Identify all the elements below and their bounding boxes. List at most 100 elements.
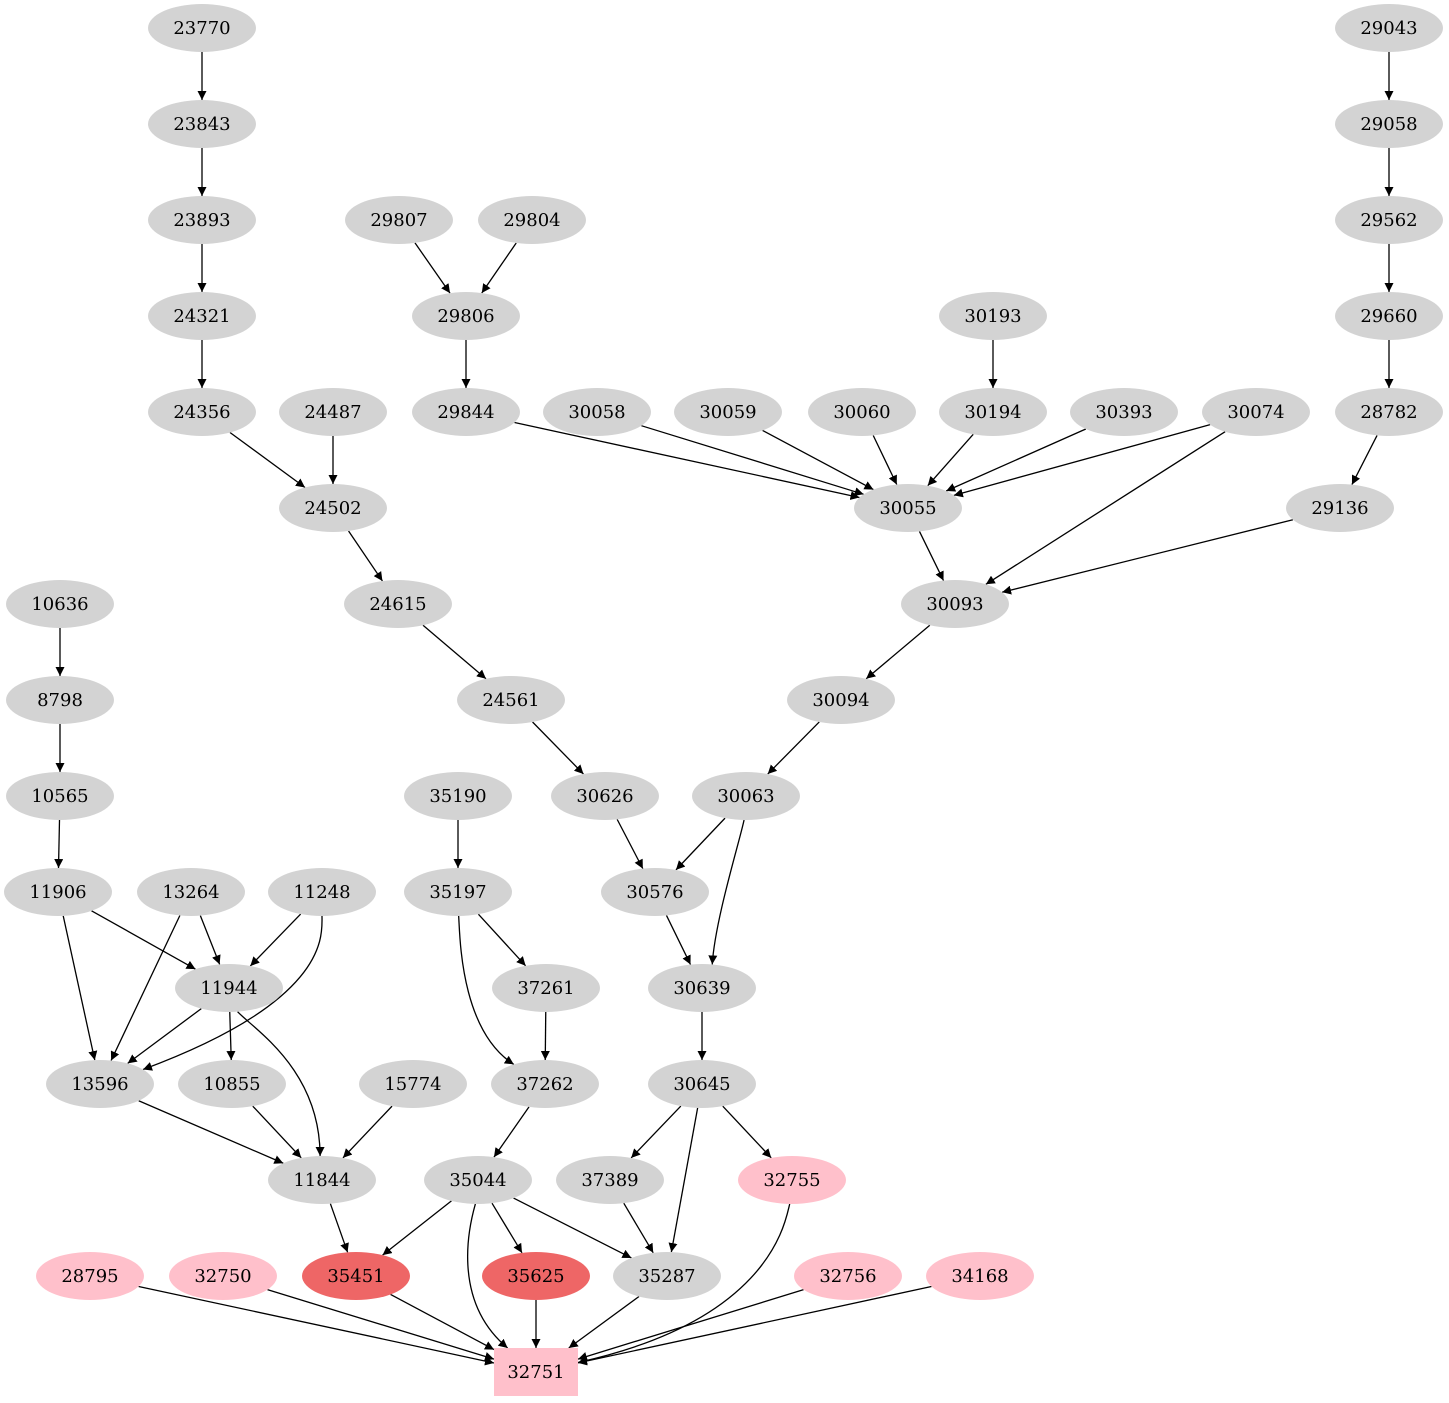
node-11248[interactable]: 11248 [268,868,376,916]
node-30058[interactable]: 30058 [543,388,651,436]
node-label: 24502 [304,498,361,519]
node-24615[interactable]: 24615 [344,580,452,628]
node-ellipse [901,580,1009,628]
node-35287[interactable]: 35287 [613,1252,721,1300]
edge-30055-to-30093 [918,531,945,581]
edge-11906-to-11944 [91,910,196,970]
edge-35451-to-32751 [390,1293,495,1351]
edge-30194-to-30055 [927,433,974,487]
node-ellipse [648,1060,756,1108]
node-24561[interactable]: 24561 [457,676,565,724]
node-29806[interactable]: 29806 [412,292,520,340]
edge-35197-to-37262 [458,915,515,1065]
edge-13264-to-13596 [110,915,181,1061]
node-11944[interactable]: 11944 [175,964,283,1012]
node-label: 30063 [717,786,774,807]
node-ellipse [178,1060,286,1108]
edge-11944-to-10855 [226,1011,236,1061]
node-label: 8798 [37,690,83,711]
node-24502[interactable]: 24502 [279,484,387,532]
node-29804[interactable]: 29804 [478,196,586,244]
node-30626[interactable]: 30626 [551,772,659,820]
edge-13264-to-11944 [199,915,221,965]
node-28782[interactable]: 28782 [1335,388,1443,436]
node-ellipse [1335,388,1443,436]
node-ellipse [551,772,659,820]
node-ellipse [738,1156,846,1204]
node-30055[interactable]: 30055 [854,484,962,532]
node-13264[interactable]: 13264 [137,868,245,916]
node-label: 13264 [162,882,219,903]
node-label: 30074 [1227,402,1284,423]
edge-30058-to-30055 [641,425,864,496]
node-30094[interactable]: 30094 [787,676,895,724]
node-30060[interactable]: 30060 [808,388,916,436]
node-label: 29807 [370,210,427,231]
node-label: 32751 [507,1362,564,1383]
node-23893[interactable]: 23893 [148,196,256,244]
node-28795[interactable]: 28795 [36,1252,144,1300]
node-30074[interactable]: 30074 [1202,388,1310,436]
node-35044[interactable]: 35044 [424,1156,532,1204]
node-10565[interactable]: 10565 [6,772,114,820]
node-label: 30058 [568,402,625,423]
node-32751[interactable]: 32751 [494,1348,578,1396]
node-15774[interactable]: 15774 [359,1060,467,1108]
node-29043[interactable]: 29043 [1335,4,1443,52]
node-label: 35451 [327,1266,384,1287]
node-35197[interactable]: 35197 [404,868,512,916]
node-8798[interactable]: 8798 [6,676,114,724]
node-35190[interactable]: 35190 [404,772,512,820]
node-30059[interactable]: 30059 [674,388,782,436]
node-ellipse [648,964,756,1012]
node-label: 29058 [1360,114,1417,135]
node-30639[interactable]: 30639 [648,964,756,1012]
node-label: 11844 [293,1170,350,1191]
node-37261[interactable]: 37261 [492,964,600,1012]
node-35625[interactable]: 35625 [482,1252,590,1300]
node-32756[interactable]: 32756 [794,1252,902,1300]
node-11844[interactable]: 11844 [268,1156,376,1204]
node-35451[interactable]: 35451 [302,1252,410,1300]
edge-11844-to-35451 [329,1203,349,1253]
node-30193[interactable]: 30193 [939,292,1047,340]
node-30645[interactable]: 30645 [648,1060,756,1108]
node-24321[interactable]: 24321 [148,292,256,340]
node-29562[interactable]: 29562 [1335,196,1443,244]
edge-35044-to-32751 [467,1203,509,1349]
node-30393[interactable]: 30393 [1070,388,1178,436]
node-30194[interactable]: 30194 [939,388,1047,436]
node-23843[interactable]: 23843 [148,100,256,148]
node-label: 23843 [173,114,230,135]
node-29844[interactable]: 29844 [412,388,520,436]
node-29807[interactable]: 29807 [345,196,453,244]
node-10636[interactable]: 10636 [6,580,114,628]
node-37262[interactable]: 37262 [491,1060,599,1108]
node-13596[interactable]: 13596 [46,1060,154,1108]
node-label: 35287 [638,1266,695,1287]
node-label: 11906 [29,882,86,903]
node-11906[interactable]: 11906 [4,868,112,916]
node-label: 35625 [507,1266,564,1287]
node-29058[interactable]: 29058 [1335,100,1443,148]
edge-13596-to-11844 [138,1100,284,1164]
node-30063[interactable]: 30063 [692,772,800,820]
node-30576[interactable]: 30576 [601,868,709,916]
edge-11248-to-13596 [142,915,323,1071]
edge-30060-to-30055 [872,435,898,485]
node-24356[interactable]: 24356 [148,388,256,436]
node-29136[interactable]: 29136 [1286,484,1394,532]
node-ellipse [412,388,520,436]
node-label: 37262 [516,1074,573,1095]
node-29660[interactable]: 29660 [1335,292,1443,340]
node-10855[interactable]: 10855 [178,1060,286,1108]
node-32755[interactable]: 32755 [738,1156,846,1204]
node-ellipse [457,676,565,724]
node-32750[interactable]: 32750 [169,1252,277,1300]
node-23770[interactable]: 23770 [148,4,256,52]
node-24487[interactable]: 24487 [279,388,387,436]
edge-30393-to-30055 [945,428,1087,492]
node-37389[interactable]: 37389 [556,1156,664,1204]
node-30093[interactable]: 30093 [901,580,1009,628]
node-34168[interactable]: 34168 [926,1252,1034,1300]
